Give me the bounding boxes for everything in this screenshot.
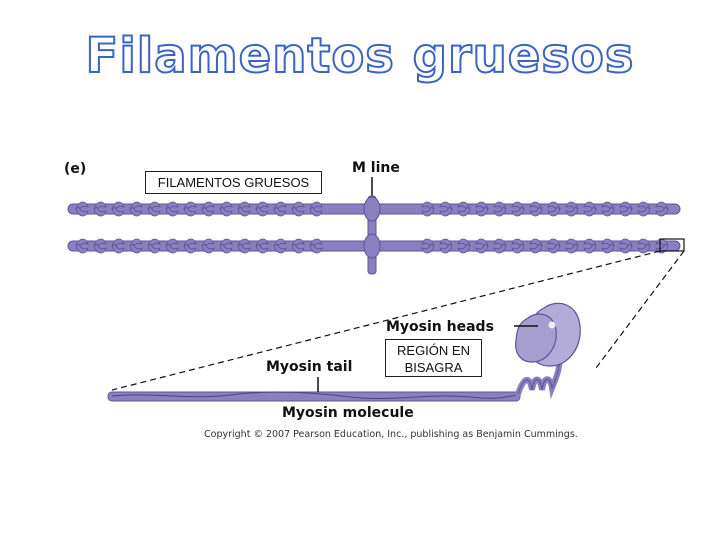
thick-filaments-annotation: FILAMENTOS GRUESOS — [145, 171, 322, 194]
hinge-region-annotation: REGIÓN EN BISAGRA — [385, 339, 482, 377]
m-line-structure — [363, 195, 381, 275]
panel-letter: (e) — [64, 161, 86, 177]
hinge-region-line2: BISAGRA — [404, 360, 463, 375]
hinge-region-line1: REGIÓN EN — [397, 343, 470, 358]
myosin-molecule-label: Myosin molecule — [282, 405, 414, 421]
myosin-heads-label: Myosin heads — [386, 319, 494, 335]
myosin-molecule — [107, 302, 581, 402]
zoom-line-left — [111, 250, 661, 391]
slide-title: Filamentos gruesos — [85, 27, 635, 85]
copyright-text: Copyright © 2007 Pearson Education, Inc.… — [204, 429, 578, 440]
m-line-label: M line — [352, 160, 400, 176]
myosin-tail-label: Myosin tail — [266, 359, 352, 375]
zoom-line-right — [595, 250, 685, 369]
zoom-region-box — [659, 238, 685, 252]
